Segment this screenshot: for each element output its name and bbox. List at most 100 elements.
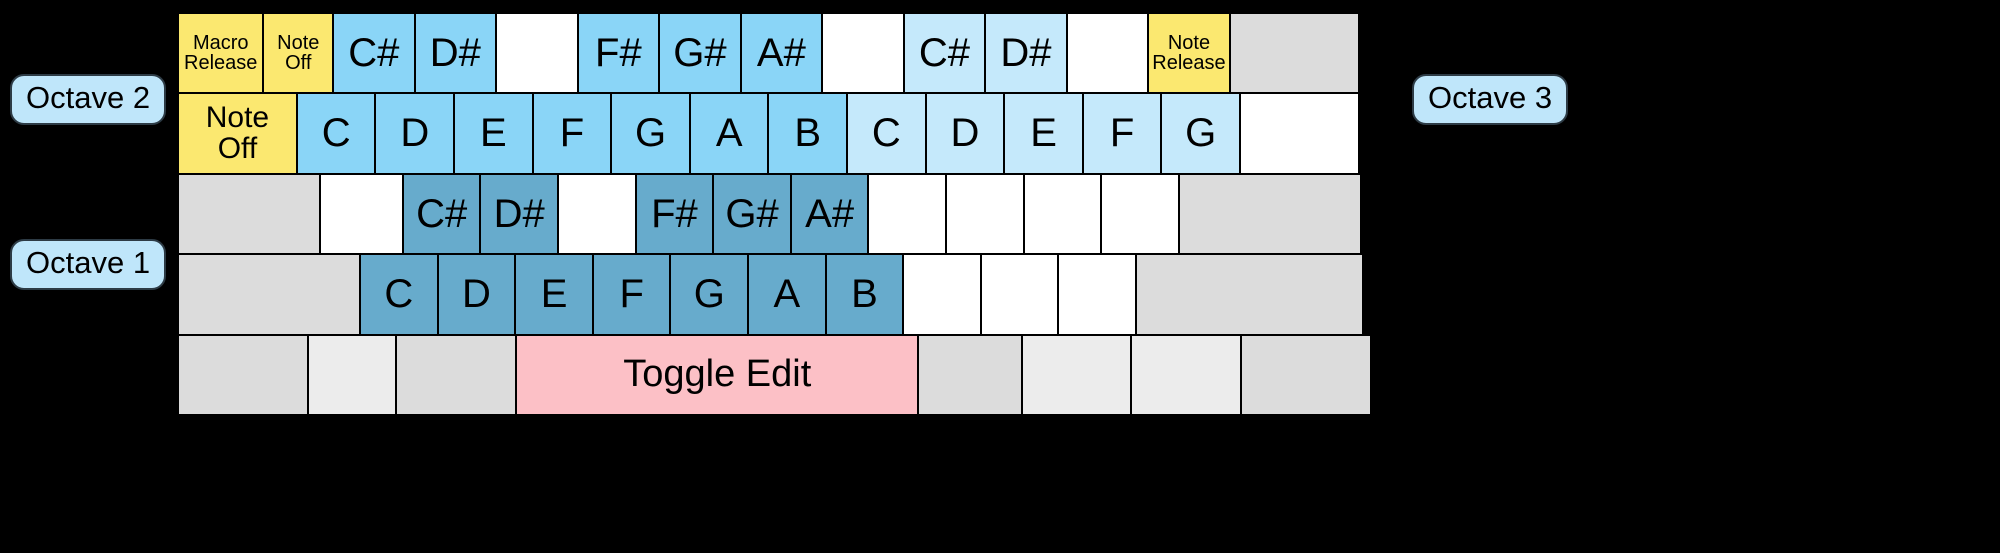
key-fsharp[interactable]: F#	[576, 12, 661, 95]
key-c[interactable]: C	[359, 253, 439, 336]
key-label: G#	[725, 191, 779, 236]
key-a[interactable]: A	[688, 92, 770, 175]
key-blank	[1065, 12, 1150, 95]
key-label: B	[851, 272, 878, 317]
key-blank	[945, 172, 1025, 256]
key-blank	[1100, 172, 1180, 256]
key-gsharp[interactable]: G#	[712, 172, 792, 256]
key-blank	[495, 12, 579, 95]
key-a[interactable]: A	[747, 253, 827, 336]
key-label: C	[871, 111, 901, 156]
key-dsharp[interactable]: D#	[413, 12, 498, 95]
key-asharp[interactable]: A#	[789, 172, 870, 256]
key-blank	[1022, 172, 1103, 256]
octave-1-label: Octave 1	[10, 239, 167, 290]
key-label: G	[693, 272, 725, 317]
key-label: D#	[1000, 30, 1052, 75]
key-blank	[867, 172, 948, 256]
key-blank	[1239, 333, 1372, 417]
key-label: C#	[348, 30, 400, 75]
key-label: F#	[595, 30, 642, 75]
key-g[interactable]: G	[610, 92, 691, 175]
key-label: D	[400, 111, 430, 156]
key-label: F	[1109, 111, 1135, 156]
key-blank	[1135, 253, 1364, 336]
key-label: E	[1030, 111, 1057, 156]
key-csharp[interactable]: C#	[401, 172, 482, 256]
key-label: B	[794, 111, 822, 156]
key-label: G#	[673, 30, 727, 75]
key-c[interactable]: C	[846, 92, 927, 175]
key-csharp[interactable]: C#	[902, 12, 987, 95]
key-blank	[917, 333, 1024, 417]
key-label: E	[540, 272, 568, 317]
key-label: A#	[805, 191, 855, 236]
key-blank	[1228, 12, 1360, 95]
key-blank	[177, 172, 322, 256]
key-blank	[395, 333, 518, 417]
key-toggle-edit[interactable]: Toggle Edit	[515, 333, 920, 417]
key-label: A	[715, 111, 743, 156]
key-blank	[307, 333, 398, 417]
key-e[interactable]: E	[453, 92, 534, 175]
key-label: D#	[429, 30, 481, 75]
key-f[interactable]: F	[591, 253, 672, 336]
key-d[interactable]: D	[436, 253, 517, 336]
key-blank	[821, 12, 905, 95]
key-blank	[1021, 333, 1133, 417]
key-d[interactable]: D	[924, 92, 1006, 175]
key-b[interactable]: B	[824, 253, 905, 336]
row-octave1-sharps: C# D# F# G# A#	[177, 172, 1387, 256]
key-csharp[interactable]: C#	[332, 12, 416, 95]
key-asharp[interactable]: A#	[739, 12, 824, 95]
key-label: G	[635, 111, 667, 156]
key-c[interactable]: C	[295, 92, 377, 175]
key-label: D#	[493, 191, 545, 236]
key-e[interactable]: E	[514, 253, 594, 336]
key-label: A#	[756, 30, 806, 75]
key-label: F	[559, 111, 585, 156]
key-blank	[1239, 92, 1360, 175]
key-blank	[319, 172, 404, 256]
key-g[interactable]: G	[669, 253, 750, 336]
key-blank	[1130, 333, 1242, 417]
key-label: D	[950, 111, 980, 156]
octave-3-label: Octave 3	[1412, 74, 1569, 125]
key-label: C	[384, 272, 414, 317]
key-dsharp[interactable]: D#	[984, 12, 1068, 95]
key-label: F	[619, 272, 644, 317]
key-label: E	[480, 111, 507, 156]
key-label: C#	[918, 30, 970, 75]
key-e[interactable]: E	[1003, 92, 1084, 175]
key-label: F#	[651, 191, 698, 236]
key-gsharp[interactable]: G#	[658, 12, 742, 95]
key-label: G	[1185, 111, 1217, 156]
row-bottom: Toggle Edit	[177, 333, 1387, 417]
key-label: A	[773, 272, 801, 317]
key-fsharp[interactable]: F#	[634, 172, 715, 256]
key-f[interactable]: F	[1081, 92, 1163, 175]
key-d[interactable]: D	[374, 92, 456, 175]
key-blank	[557, 172, 637, 256]
key-label: C#	[416, 191, 468, 236]
key-g[interactable]: G	[1160, 92, 1242, 175]
key-b[interactable]: B	[767, 92, 849, 175]
key-label: C	[321, 111, 351, 156]
key-blank	[1057, 253, 1138, 336]
key-dsharp[interactable]: D#	[479, 172, 560, 256]
key-label: Toggle Edit	[623, 353, 812, 396]
key-label: D	[462, 272, 491, 317]
key-f[interactable]: F	[531, 92, 613, 175]
key-blank	[902, 253, 982, 336]
